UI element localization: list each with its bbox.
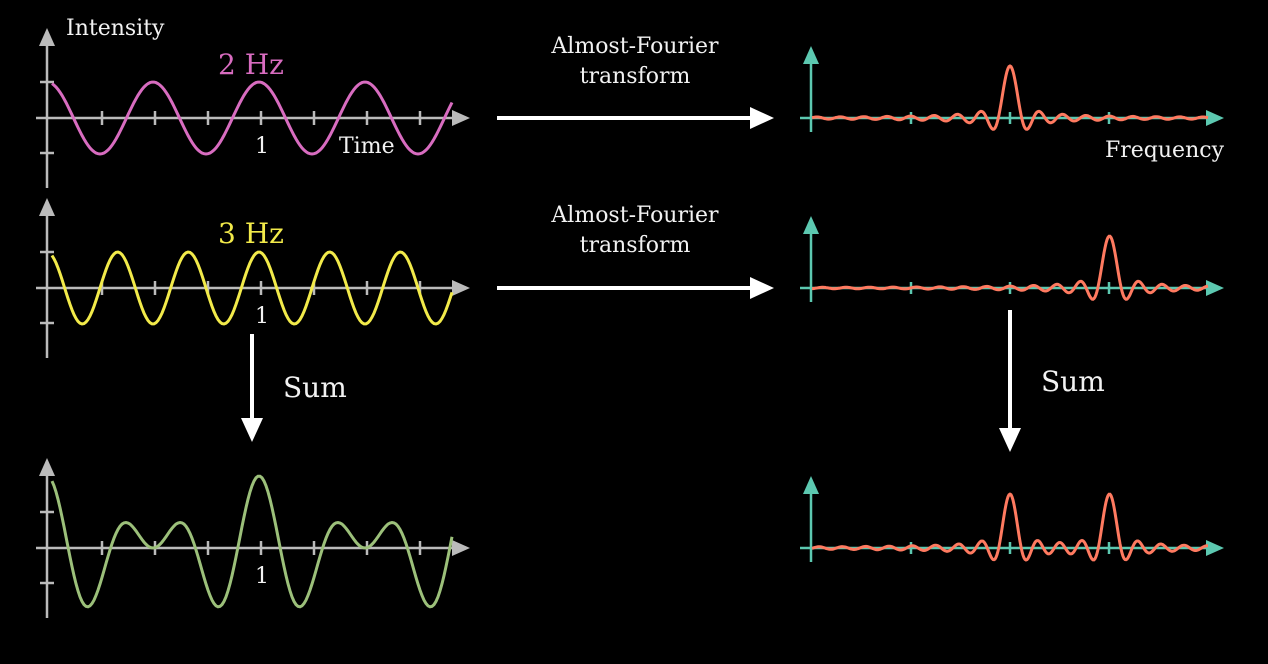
- tick-label-one: 1: [255, 134, 269, 159]
- axes-3hz: [36, 214, 458, 358]
- x-axis-arrowhead: [452, 110, 470, 126]
- transform-label-2a: Almost-Fourier: [550, 203, 719, 228]
- sum-label-right: Sum: [1041, 365, 1105, 398]
- x-axis-label: Time: [339, 134, 395, 159]
- y-axis-label: Intensity: [66, 16, 165, 41]
- spectrum-sum: [800, 476, 1224, 562]
- transform-label-1b: transform: [580, 64, 691, 89]
- frequency-label-2hz: 2 Hz: [218, 48, 284, 81]
- spectrum-3hz: [800, 216, 1224, 302]
- transform-arrow-2: [497, 277, 774, 299]
- transform-arrow-1: [497, 107, 774, 129]
- y-axis-arrowhead: [39, 198, 55, 216]
- wave-sum: [50, 474, 454, 609]
- ticks-2hz: [40, 80, 422, 155]
- spectrum-curve-3hz: [812, 234, 1209, 301]
- plot-sum: 1: [36, 458, 470, 618]
- spectrum-curve-sum: [811, 492, 1208, 562]
- transform-label-1a: Almost-Fourier: [550, 34, 719, 59]
- x-axis-arrowhead: [452, 280, 470, 296]
- spectrum-2hz: Frequency: [800, 46, 1225, 163]
- transform-label-2b: transform: [580, 233, 691, 258]
- spectrum-curve-2hz: [811, 64, 1209, 131]
- x-axis-label-frequency: Frequency: [1105, 138, 1225, 163]
- plot-3hz: 3 Hz 1: [36, 198, 470, 358]
- tick-label-one: 1: [255, 304, 269, 329]
- y-axis-arrowhead: [39, 28, 55, 46]
- frequency-label-3hz: 3 Hz: [218, 217, 284, 250]
- tick-label-one: 1: [255, 564, 269, 589]
- sum-label-left: Sum: [283, 371, 347, 404]
- sum-arrow-left: [241, 334, 263, 442]
- axes-2hz: [36, 44, 458, 188]
- axes-sum: [36, 474, 458, 618]
- wave-2hz: [51, 80, 454, 156]
- plot-2hz: Intensity Time 2 Hz 1: [36, 16, 470, 188]
- sum-arrow-right: [999, 310, 1021, 452]
- x-axis-arrowhead: [452, 540, 470, 556]
- y-axis-arrowhead: [39, 458, 55, 476]
- ticks-sum: [40, 510, 422, 585]
- wave-3hz: [50, 250, 454, 326]
